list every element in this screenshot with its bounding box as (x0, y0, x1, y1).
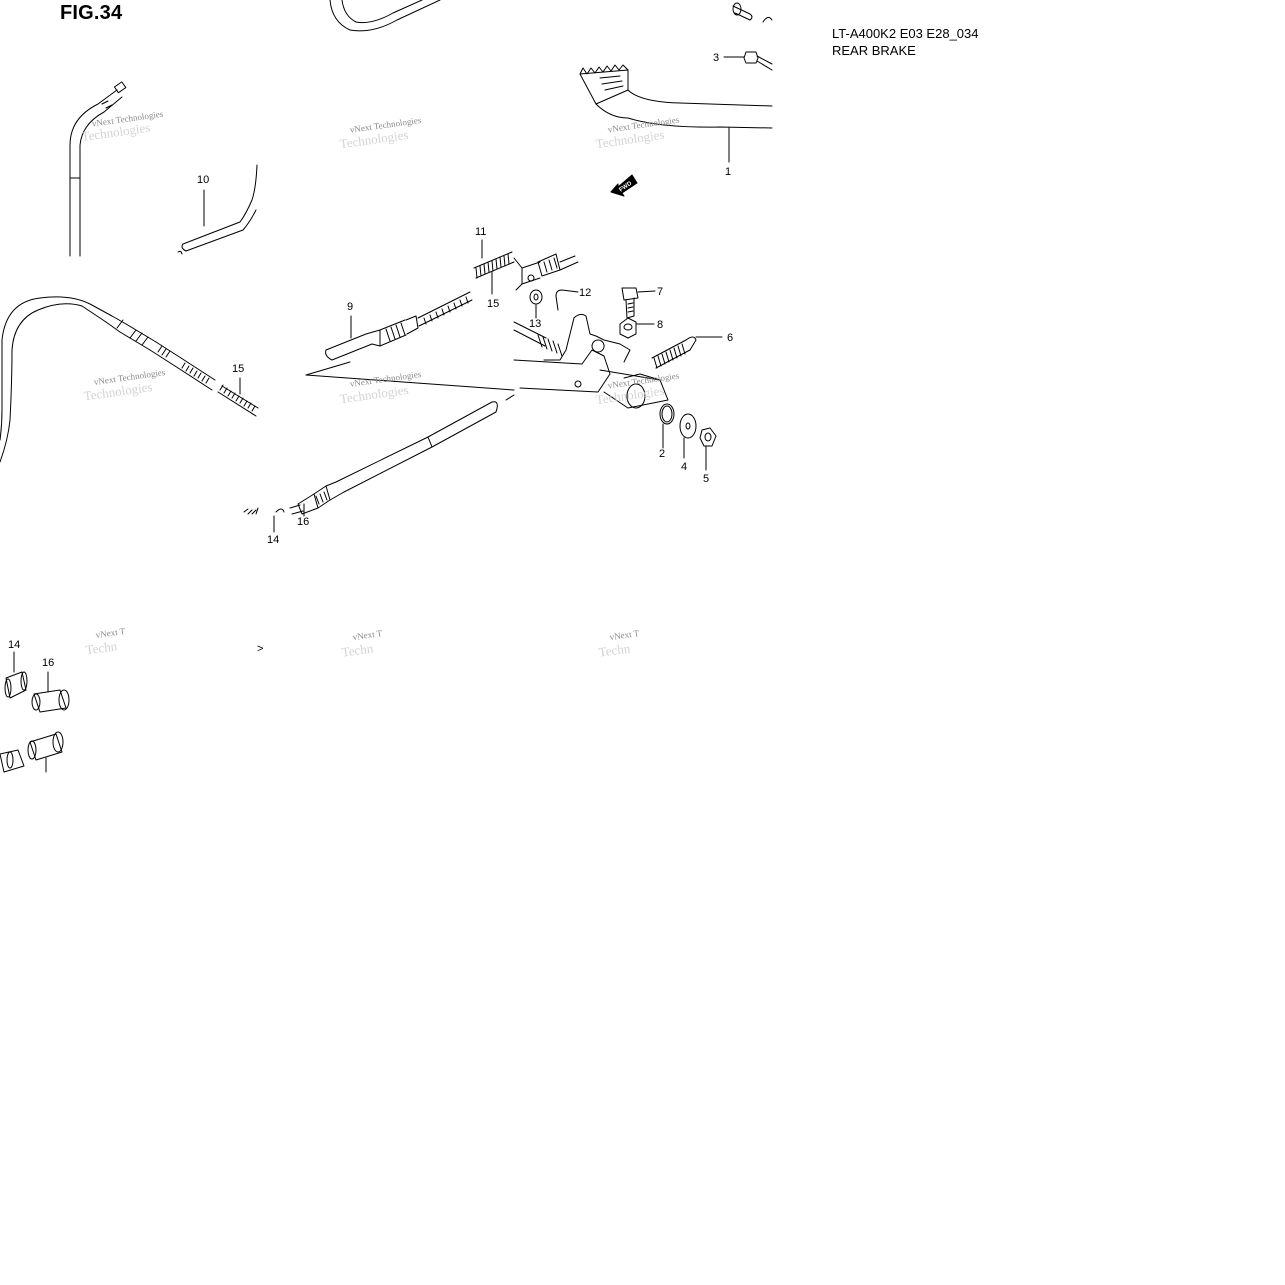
callout-5: 5 (703, 473, 709, 485)
fwd-direction-arrow (610, 174, 638, 197)
part-16-pin (31, 671, 70, 713)
part-2-o-ring (659, 403, 675, 449)
callout-2: 2 (659, 448, 665, 460)
callout-12: 12 (579, 287, 591, 299)
callout-7: 7 (657, 286, 663, 298)
watermark: vNext T (352, 628, 383, 642)
arrow-glyph: > (257, 643, 263, 655)
callout-1: 1 (725, 166, 731, 178)
callout-13: 13 (529, 318, 541, 330)
callout-15-left: 15 (232, 363, 244, 375)
cable-end-fitting (513, 253, 579, 291)
part-3-bolt (723, 51, 773, 71)
part-15-spring-left (217, 377, 259, 417)
part-14-joint-pin (4, 651, 28, 699)
callout-8: 8 (657, 319, 663, 331)
watermark-big: Techn (341, 640, 375, 659)
model-code: LT-A400K2 E03 E28_034 (832, 26, 979, 41)
watermark: vNext T (95, 626, 126, 640)
callout-15-center: 15 (487, 298, 499, 310)
callout-9: 9 (347, 301, 353, 313)
callout-10: 10 (197, 174, 209, 186)
part-11-spring (473, 239, 515, 295)
part-5-nut (699, 427, 717, 471)
part-16-pin-lower (27, 731, 64, 773)
callout-11: 11 (475, 226, 486, 238)
callout-3: 3 (713, 52, 719, 64)
watermark-big: Techn (598, 640, 632, 659)
part-6-spring (651, 336, 723, 369)
figure-header: LT-A400K2 E03 E28_034 REAR BRAKE (832, 25, 979, 59)
brake-lever-assembly (513, 313, 669, 409)
part-13-washer (529, 289, 543, 319)
part-4-washer (679, 413, 697, 459)
part-14-joint-pin-lower (0, 749, 25, 773)
callout-14-bottom: 14 (8, 639, 20, 651)
brake-rod-long (289, 361, 515, 517)
brake-cable-upper-left (69, 81, 127, 257)
watermark: vNext T (609, 628, 640, 642)
callout-14-center: 14 (267, 534, 279, 546)
watermark-big: Techn (85, 638, 119, 657)
part-9-cable (325, 291, 473, 361)
watermark-layer: Technologies vNext Technologies Technolo… (81, 109, 681, 660)
callout-4: 4 (681, 461, 687, 473)
part-10-sleeve (177, 164, 258, 255)
callout-6: 6 (727, 332, 733, 344)
section-title: REAR BRAKE (832, 43, 916, 58)
callout-16-center: 16 (297, 516, 309, 528)
brake-cable-lower-left (0, 296, 216, 463)
pivot-bolt-top (732, 2, 773, 23)
cable-arc-top (329, 0, 441, 32)
callout-labels: 1 2 3 4 5 6 7 8 9 10 11 12 13 14 14 15 1… (8, 52, 733, 669)
part-8-nut (619, 317, 655, 339)
part-12-pin (555, 289, 579, 311)
part-1-brake-pedal (579, 64, 773, 163)
part-7-bolt (621, 287, 656, 319)
small-pin-mark (243, 507, 285, 533)
figure-label: FIG.34 (60, 2, 123, 24)
callout-16-bottom: 16 (42, 657, 54, 669)
